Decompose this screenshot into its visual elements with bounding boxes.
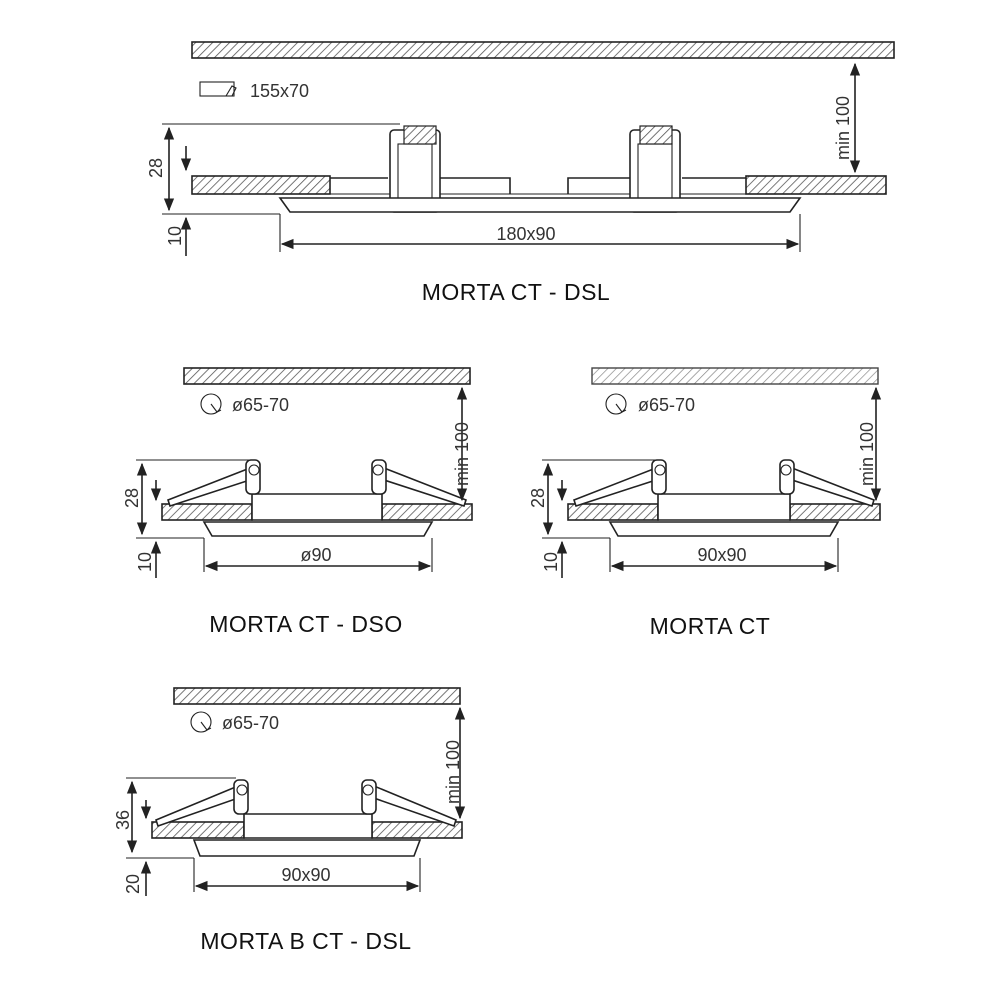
- upper-ceiling-slab: [591, 367, 879, 385]
- ceiling-board-left: [151, 821, 245, 839]
- fixture-housing: [330, 177, 746, 194]
- fixture-housing: [657, 493, 791, 521]
- round-cutout-icon: [200, 393, 222, 415]
- bezel-label: 10: [165, 226, 185, 246]
- diagram-title: MORTA CT: [650, 613, 771, 639]
- ceiling-board-right: [381, 503, 473, 521]
- cutout-label: ø65-70: [232, 395, 289, 415]
- height-label: 28: [528, 488, 548, 508]
- width-label: 90x90: [697, 545, 746, 565]
- cutout-label: ø65-70: [638, 395, 695, 415]
- ceiling-board-right: [789, 503, 881, 521]
- diagram-title: MORTA B CT - DSL: [200, 928, 411, 954]
- spring-clip-left: [167, 459, 261, 508]
- ceiling-board-left: [191, 175, 331, 195]
- cutout-label: 155x70: [250, 81, 309, 101]
- height-label: 36: [113, 810, 133, 830]
- width-label: ø90: [300, 545, 331, 565]
- height-label: 28: [146, 158, 166, 178]
- ceiling-board-left: [161, 503, 253, 521]
- diagram-title: MORTA CT - DSO: [209, 611, 403, 637]
- diagram-title: MORTA CT - DSL: [422, 279, 610, 305]
- width-label: 90x90: [281, 865, 330, 885]
- upper-ceiling-slab: [173, 687, 461, 705]
- clearance-label: min 100: [833, 96, 853, 160]
- ceiling-board-right: [745, 175, 887, 195]
- fixture-bezel: [608, 521, 840, 537]
- fixture-bezel: [192, 839, 422, 857]
- bezel-label: 20: [123, 874, 143, 894]
- round-cutout-icon: [605, 393, 627, 415]
- width-label: 180x90: [496, 224, 555, 244]
- fixture-housing: [251, 493, 383, 521]
- spring-clip-left: [155, 779, 249, 828]
- spring-clip-right: [361, 779, 457, 828]
- round-cutout-icon: [190, 711, 212, 733]
- height-label: 28: [122, 488, 142, 508]
- diagram-morta-ct-dsl: 155x70 min 100 28 10: [146, 41, 895, 305]
- clearance-label: min 100: [857, 422, 877, 486]
- bezel-label: 10: [135, 552, 155, 572]
- rectangle-cutout-icon: [199, 81, 237, 97]
- diagram-morta-b-ct-dsl: ø65-70 min 100 36 20 90x90 MORTA B CT - …: [113, 687, 466, 954]
- fixture-bezel: [202, 521, 434, 537]
- ceiling-board-left: [567, 503, 659, 521]
- spring-clip-left: [573, 459, 667, 508]
- fixture-housing: [243, 813, 373, 839]
- clearance-label: min 100: [452, 422, 472, 486]
- spring-clip-right: [779, 459, 875, 508]
- spring-clip-right: [629, 125, 681, 213]
- diagram-morta-ct: ø65-70 min 100 28 10 90x90 MORTA CT: [528, 367, 882, 639]
- spring-clip-right: [371, 459, 467, 508]
- diagram-morta-ct-dso: ø65-70 min 100 28 10 ø90 MORTA CT - DSO: [122, 367, 473, 637]
- upper-ceiling-slab: [183, 367, 471, 385]
- clearance-label: min 100: [443, 740, 463, 804]
- upper-ceiling-slab: [191, 41, 895, 59]
- bezel-label: 10: [541, 552, 561, 572]
- cutout-label: ø65-70: [222, 713, 279, 733]
- fixture-bezel: [278, 197, 802, 213]
